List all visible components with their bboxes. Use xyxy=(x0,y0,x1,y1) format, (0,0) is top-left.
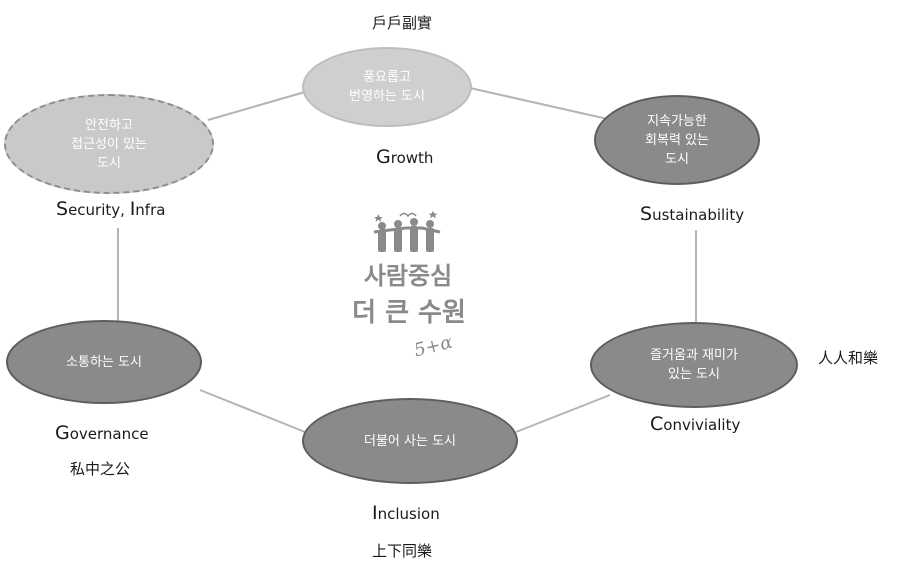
hanja-left: 私中之公 xyxy=(70,460,131,478)
center-title-line1: 사람중심 xyxy=(363,262,453,290)
line-together-fun xyxy=(515,394,611,433)
line-prosperity-safety xyxy=(207,91,306,121)
line-prosperity-sustainable xyxy=(469,87,613,121)
node-prosperity: 풍요롭고 번영하는 도시 xyxy=(302,47,472,127)
hanja-bottom: 上下同樂 xyxy=(372,542,433,560)
label-conviviality: Conviviality xyxy=(650,413,741,435)
node-safety: 안전하고 접근성이 있는 도시 xyxy=(4,94,214,194)
node-communication: 소통하는 도시 xyxy=(6,320,202,404)
label-security: Security, Infra xyxy=(56,198,166,220)
node-together: 더불어 사는 도시 xyxy=(302,398,518,484)
center-title-line2: 더 큰 수원 xyxy=(352,298,466,328)
line-communication-together xyxy=(199,389,306,433)
label-inclusion: Inclusion xyxy=(372,502,440,524)
hanja-right: 人人和樂 xyxy=(818,349,879,367)
label-growth: Growth xyxy=(376,146,434,168)
label-sustainability: Sustainability xyxy=(640,203,745,225)
node-fun: 즐거움과 재미가 있는 도시 xyxy=(590,322,798,408)
node-sustainable: 지속가능한 회복력 있는 도시 xyxy=(594,95,760,185)
people-logo-icon xyxy=(373,210,441,252)
hanja-top: 戶戶副實 xyxy=(372,14,433,32)
label-governance: Governance xyxy=(55,422,149,444)
